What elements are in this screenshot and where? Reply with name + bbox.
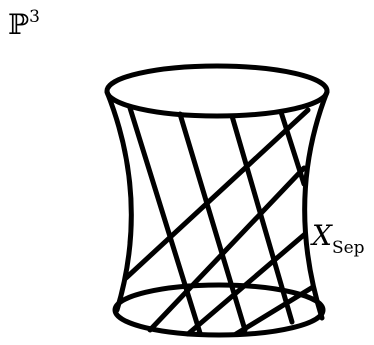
ruling-line (127, 105, 203, 336)
right-silhouette (302, 89, 330, 321)
ruling-line (233, 284, 316, 337)
surface-subscript: Sep (332, 238, 365, 258)
surface-symbol: X (310, 219, 333, 252)
hyperboloid-surface (104, 63, 330, 338)
projective-space-exponent: 3 (29, 7, 40, 27)
ruling-line (229, 113, 295, 325)
top-rim-ellipse (104, 63, 330, 119)
ruling-line (147, 165, 307, 333)
projective-space-label: ℙ3 (8, 7, 40, 41)
left-silhouette (104, 89, 134, 313)
ruling-line (185, 231, 308, 337)
surface-label: XSep (310, 219, 365, 258)
projective-space-symbol: ℙ (8, 8, 29, 41)
ruling-family-one (127, 105, 307, 336)
ruling-family-two (123, 107, 316, 337)
ruling-line (123, 107, 311, 281)
